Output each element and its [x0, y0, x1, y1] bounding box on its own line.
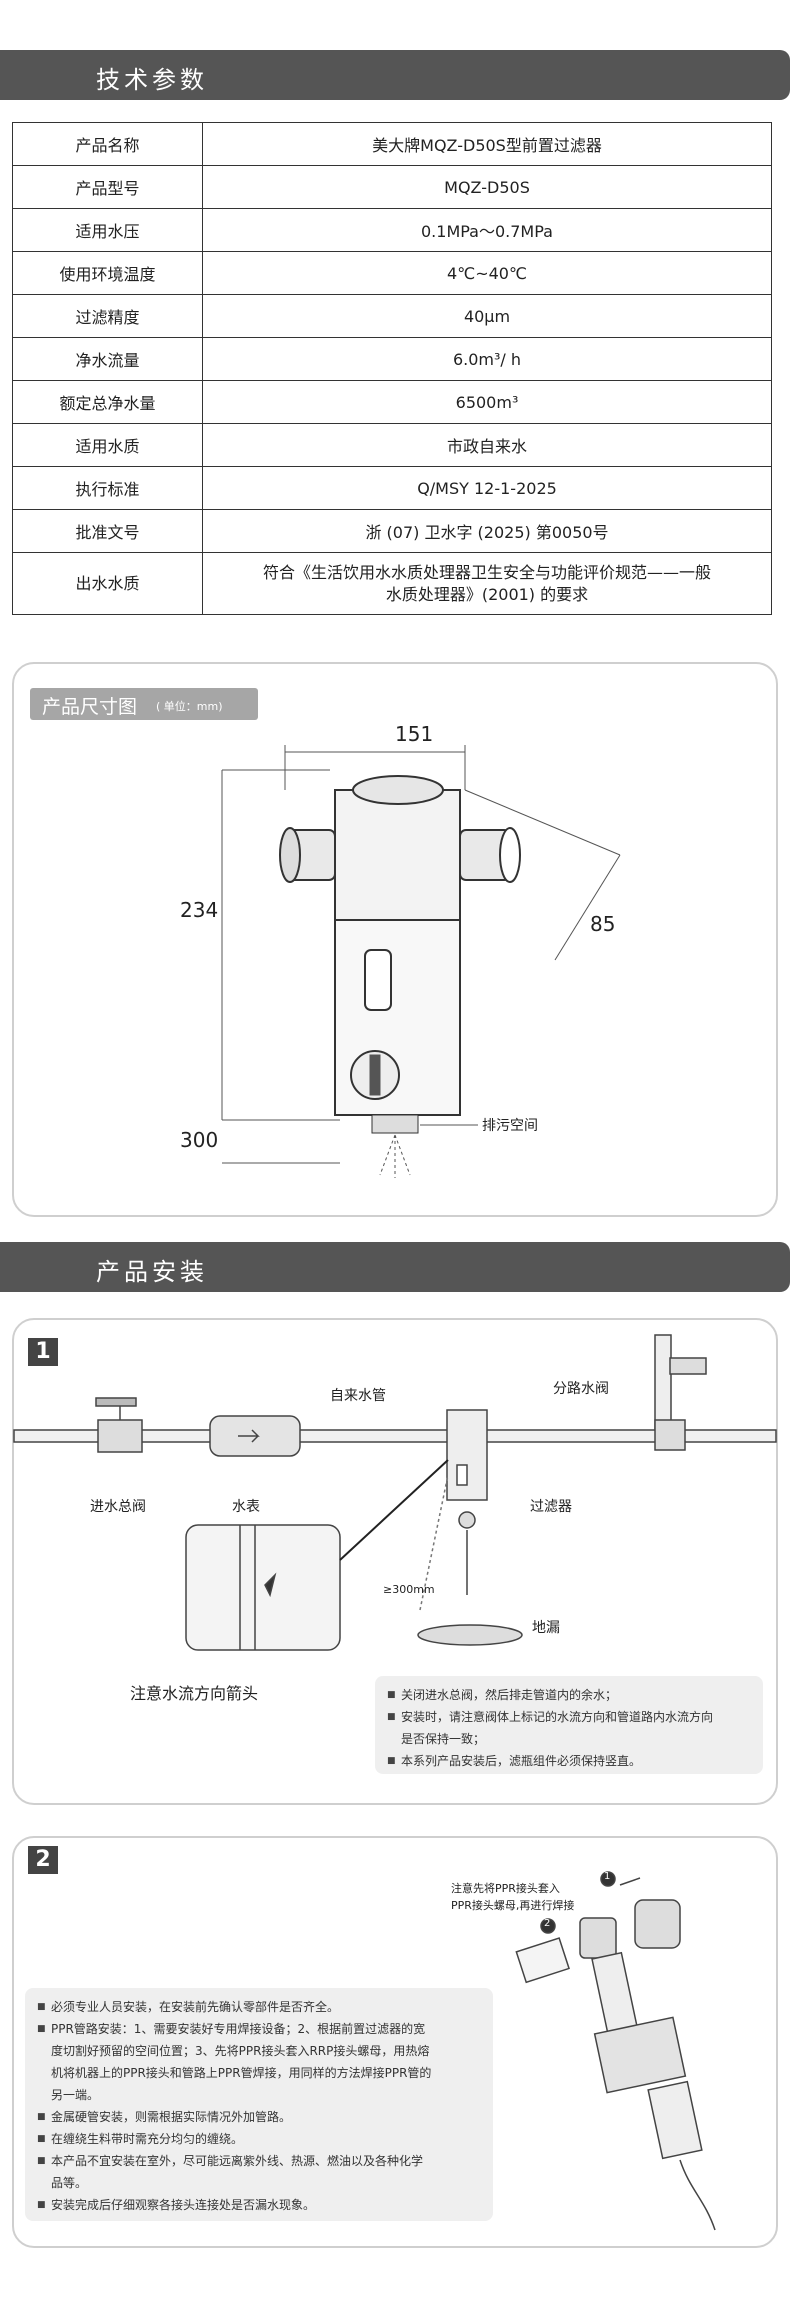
step2-callout-line1: 注意先将PPR接头套入: [451, 1882, 560, 1895]
label-water-meter: 水表: [232, 1499, 260, 1515]
spec-label: 批准文号: [12, 509, 203, 553]
table-row: 产品名称美大牌MQZ-D50S型前置过滤器: [12, 122, 772, 166]
spec-label: 额定总净水量: [12, 380, 203, 424]
step2-callout-line2: PPR接头螺母,再进行焊接: [451, 1899, 575, 1912]
spec-label: 产品型号: [12, 165, 203, 209]
spec-label: 出水水质: [12, 552, 203, 615]
spec-value-line: 水质处理器》(2001) 的要求: [385, 584, 589, 604]
spec-value: 市政自来水: [202, 423, 772, 467]
label-floor-drain: 地漏: [532, 1620, 560, 1636]
label-tap-water: 自来水管: [330, 1388, 386, 1404]
install-section-header: 产品安装: [0, 1242, 790, 1292]
spec-value: 0.1MPa～0.7MPa: [202, 208, 772, 252]
dimension-width: 151: [395, 722, 434, 746]
list-item: 安装完成后仔细观察各接头连接处是否漏水现象。: [37, 2194, 481, 2216]
table-row: 适用水质市政自来水: [12, 423, 772, 467]
spec-label: 过滤精度: [12, 294, 203, 338]
tech-section-header: 技术参数: [0, 50, 790, 100]
step2-notes: 必须专业人员安装，在安装前先确认零部件是否齐全。 PPR管路安装：1、需要安装好…: [25, 1988, 493, 2221]
dimension-height: 234: [180, 898, 219, 922]
spec-value-line: 符合《生活饮用水水质处理器卫生安全与功能评价规范——一般: [262, 562, 711, 582]
tech-section-title: 技术参数: [96, 66, 208, 94]
list-item: 在缠绕生料带时需充分均匀的缠绕。: [37, 2128, 481, 2150]
label-branch-valve: 分路水阀: [553, 1381, 609, 1397]
spec-label: 净水流量: [12, 337, 203, 381]
list-item: 金属硬管安装，则需根据实际情况外加管路。: [37, 2106, 481, 2128]
label-main-valve: 进水总阀: [90, 1499, 146, 1515]
dimension-tag: 产品尺寸图 ( 单位：mm): [30, 688, 258, 720]
step2-number-badge: 2: [28, 1846, 58, 1874]
label-clearance: ≥300mm: [383, 1583, 435, 1596]
note-text: 品等。: [51, 2176, 88, 2190]
note-text: 机将机器上的PPR接头和管路上PPR管焊接，用同样的方法焊接PPR管的: [51, 2066, 432, 2080]
dimension-depth: 85: [590, 912, 616, 936]
note-text: PPR管路安装：1、需要安装好专用焊接设备；2、根据前置过滤器的宽: [51, 2022, 426, 2036]
spec-value: 4℃~40℃: [202, 251, 772, 295]
list-item: 必须专业人员安装，在安装前先确认零部件是否齐全。: [37, 1996, 481, 2018]
step1-number-badge: 1: [28, 1338, 58, 1366]
note-text: 安装时，请注意阀体上标记的水流方向和管道路内水流方向: [401, 1710, 714, 1724]
note-text: 本产品不宜安装在室外，尽可能远离紫外线、热源、燃油以及各种化学: [51, 2154, 424, 2168]
dimension-tag-title: 产品尺寸图: [42, 696, 138, 718]
dimension-clearance: 300: [180, 1128, 219, 1152]
table-row: 出水水质 符合《生活饮用水水质处理器卫生安全与功能评价规范——一般 水质处理器》…: [12, 552, 772, 615]
list-item: 本系列产品安装后，滤瓶组件必须保持竖直。: [387, 1750, 751, 1772]
spec-value: 40μm: [202, 294, 772, 338]
table-row: 批准文号浙 (07) 卫水字 (2025) 第0050号: [12, 509, 772, 553]
spec-value: 6.0m³/ h: [202, 337, 772, 381]
label-filter: 过滤器: [530, 1499, 572, 1515]
list-item: 本产品不宜安装在室外，尽可能远离紫外线、热源、燃油以及各种化学 品等。: [37, 2150, 481, 2194]
drain-space-label: 排污空间: [482, 1118, 538, 1134]
spec-value: 6500m³: [202, 380, 772, 424]
dimension-tag-unit: ( 单位：mm): [156, 700, 223, 713]
note-text: 是否保持一致；: [401, 1732, 486, 1746]
install-section-title: 产品安装: [96, 1258, 208, 1286]
label-flow-arrow-note: 注意水流方向箭头: [130, 1684, 259, 1703]
note-text: 另一端。: [51, 2088, 100, 2102]
list-item: PPR管路安装：1、需要安装好专用焊接设备；2、根据前置过滤器的宽 度切割好预留…: [37, 2018, 481, 2106]
spec-label: 使用环境温度: [12, 251, 203, 295]
note-text: 度切割好预留的空间位置；3、先将PPR接头套入RRP接头螺母，用热熔: [51, 2044, 430, 2058]
list-item: 关闭进水总阀，然后排走管道内的余水；: [387, 1684, 751, 1706]
spec-value: 浙 (07) 卫水字 (2025) 第0050号: [202, 509, 772, 553]
step2-marker-2: 2: [544, 1918, 551, 1929]
spec-label: 产品名称: [12, 122, 203, 166]
step2-marker-1: 1: [604, 1871, 611, 1882]
step1-notes: 关闭进水总阀，然后排走管道内的余水； 安装时，请注意阀体上标记的水流方向和管道路…: [375, 1676, 763, 1774]
spec-label: 适用水质: [12, 423, 203, 467]
spec-value: 符合《生活饮用水水质处理器卫生安全与功能评价规范——一般 水质处理器》(2001…: [202, 552, 772, 615]
